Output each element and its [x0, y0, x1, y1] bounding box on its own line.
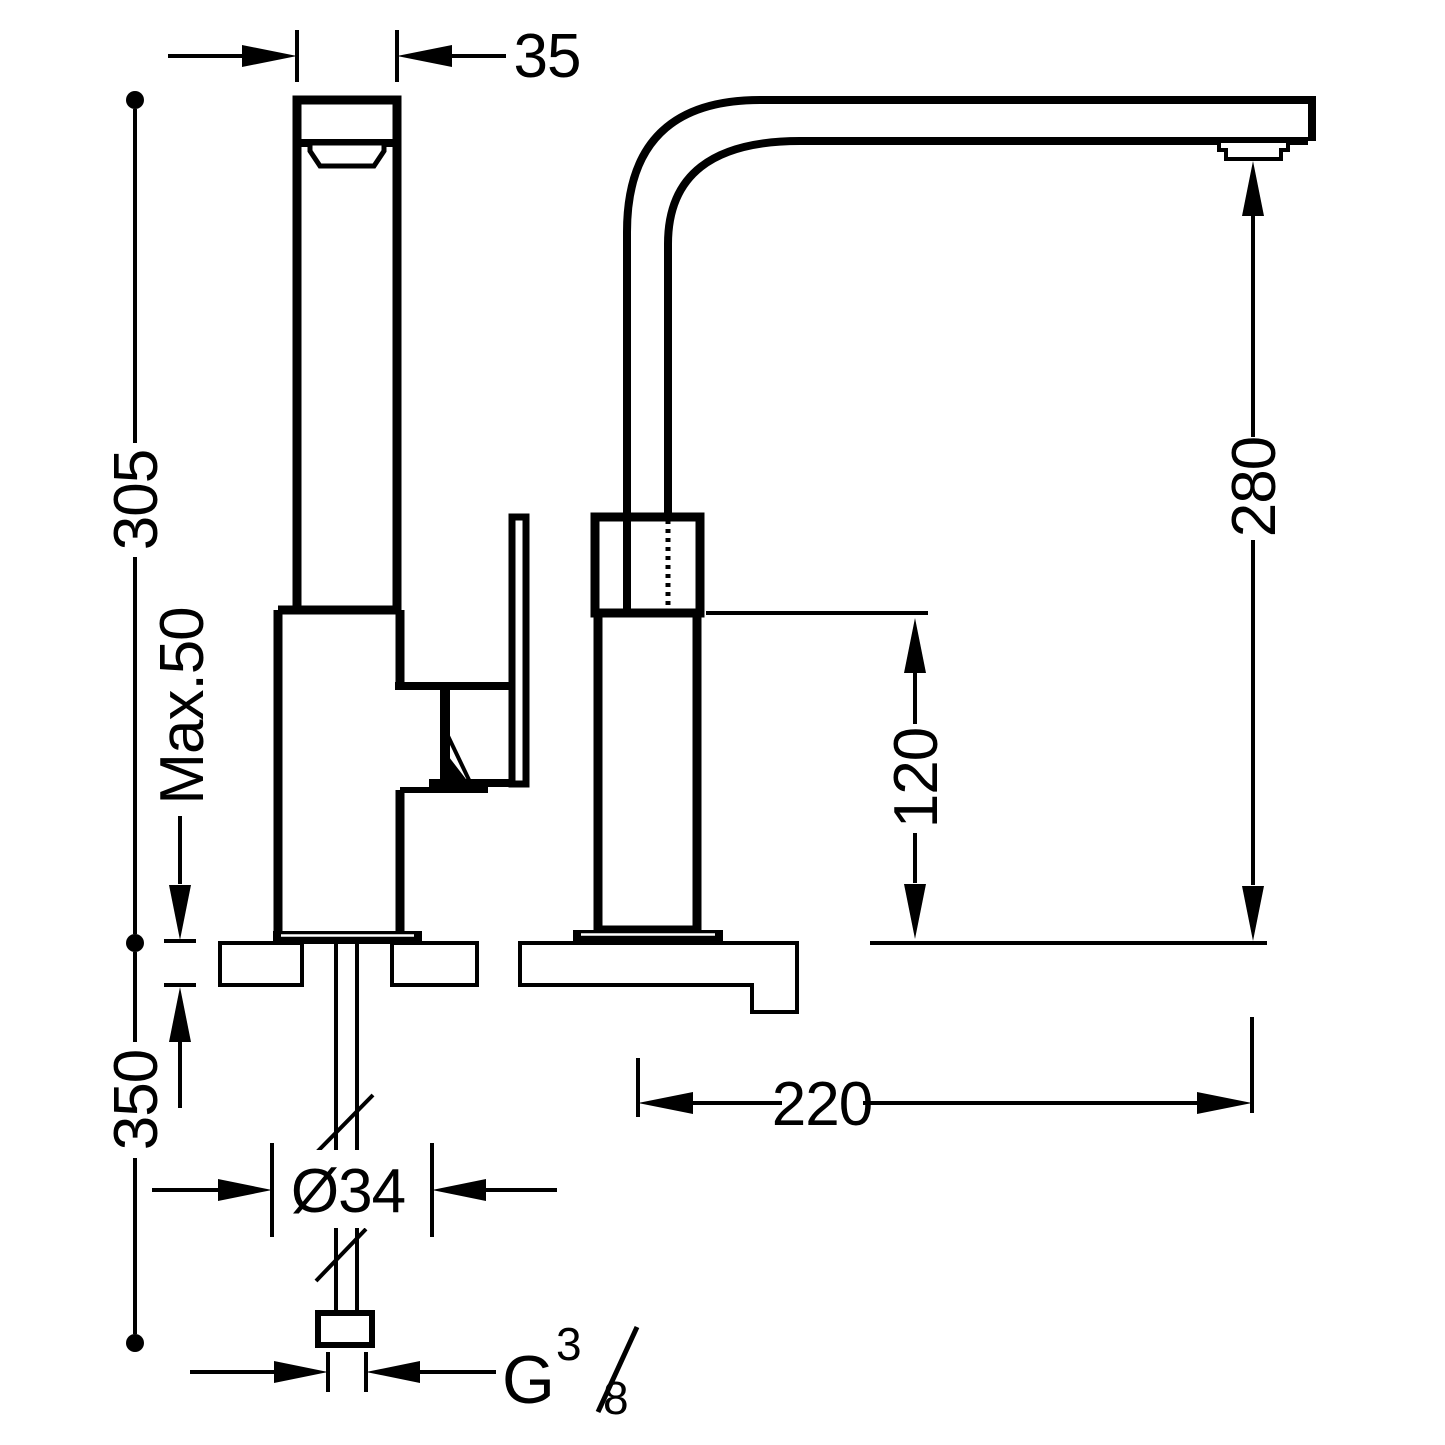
counter-slab-side	[518, 941, 799, 1014]
reference-dot-bottom	[126, 1334, 144, 1352]
hose-break-mark-upper	[314, 1093, 375, 1155]
dim-label-350: 350	[102, 1050, 171, 1150]
hose-break-mark-lower	[314, 1227, 368, 1283]
arrowhead-left-icon	[432, 1179, 486, 1201]
arrowhead-down-icon	[904, 884, 926, 939]
handle-pivot-wedge	[449, 757, 469, 783]
dim-spout-reach-220: 220	[636, 1017, 1254, 1139]
dim-label-35: 35	[514, 22, 581, 91]
hose-connector	[315, 1310, 375, 1348]
base-flange-side	[573, 930, 723, 944]
reference-dot-counter	[126, 934, 144, 952]
body-side	[593, 608, 702, 935]
countertop-side-view	[518, 941, 799, 1014]
thread-denominator: 8	[603, 1372, 628, 1424]
thread-numerator: 3	[556, 1318, 581, 1370]
counter-slab-left	[218, 941, 304, 987]
arrowhead-left-icon	[397, 45, 452, 67]
spout-column	[292, 95, 402, 615]
arrowhead-left-icon	[638, 1092, 693, 1114]
dim-below-counter-350: 350	[102, 952, 171, 1352]
dim-spout-width-35: 35	[168, 22, 581, 91]
base-flange-front	[273, 931, 422, 944]
dim-height-305: 305	[102, 91, 171, 952]
dim-hole-diameter-34: Ø34	[152, 1143, 557, 1237]
aerator-outlet	[307, 140, 387, 169]
arrowhead-right-icon	[1197, 1092, 1252, 1114]
arrowhead-left-icon	[366, 1361, 420, 1383]
dim-label-220: 220	[772, 1070, 872, 1139]
arrowhead-down-icon	[1242, 886, 1264, 941]
arrowhead-right-icon	[274, 1361, 328, 1383]
thread-letter-g: G	[502, 1342, 554, 1418]
extension-ticks	[326, 1352, 368, 1392]
dim-body-top-120: 120	[706, 611, 951, 939]
spout-inner-profile	[664, 137, 1308, 517]
arrowhead-up-icon	[1242, 161, 1264, 216]
spout-nozzle	[1217, 139, 1290, 161]
dim-label-305: 305	[102, 450, 171, 550]
extension-ticks	[295, 30, 399, 82]
dim-outlet-height-280: 280	[870, 161, 1289, 945]
body-collar-side	[590, 512, 705, 618]
front-view-faucet	[273, 95, 530, 1348]
arrowhead-up-icon	[169, 987, 191, 1042]
dim-label-280: 280	[1220, 437, 1289, 537]
handle-lever-blade	[508, 513, 530, 788]
counter-slab-right	[390, 941, 479, 987]
side-view-faucet	[573, 96, 1316, 944]
arrowhead-up-icon	[904, 618, 926, 673]
label-backing	[288, 1150, 406, 1228]
arrowhead-right-icon	[242, 45, 297, 67]
dim-label-120: 120	[882, 728, 951, 828]
countertop-front-view	[218, 941, 479, 987]
dim-label-max50: Max.50	[148, 607, 217, 804]
dim-label-d34: Ø34	[291, 1157, 405, 1226]
arrowhead-right-icon	[218, 1179, 272, 1201]
dim-max-counter-thickness-50: Max.50	[148, 607, 217, 1108]
handle-pivot-diagonal	[446, 735, 472, 783]
dim-thread-g38: G 3 8	[190, 1318, 640, 1424]
fraction-slash	[595, 1325, 640, 1414]
reference-dot-top	[126, 91, 144, 109]
spout-outer-profile	[623, 96, 1316, 612]
arrowhead-down-icon	[169, 885, 191, 940]
